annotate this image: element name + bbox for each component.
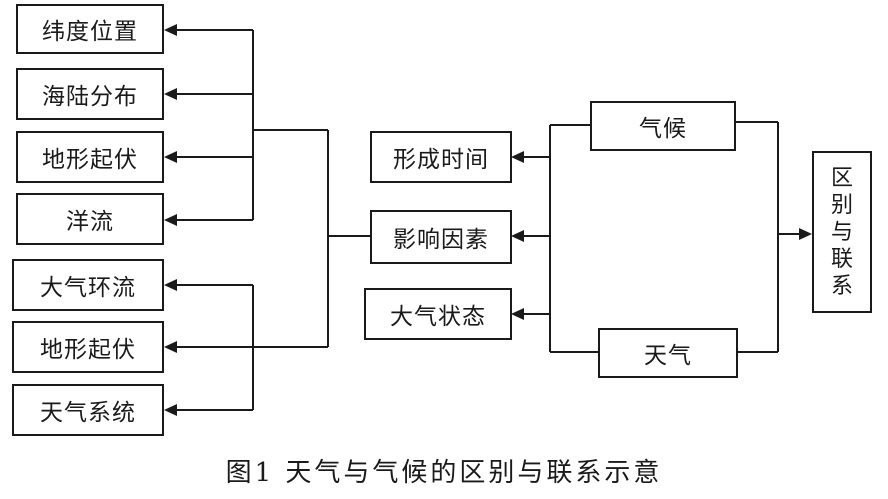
vertical-char: 系 bbox=[830, 273, 853, 299]
box-terrain-b: 地形起伏 bbox=[12, 321, 164, 373]
box-terrain-a: 地形起伏 bbox=[16, 131, 164, 183]
vertical-char: 别 bbox=[830, 192, 853, 218]
vertical-char: 区 bbox=[830, 165, 853, 191]
arrowhead bbox=[511, 308, 524, 320]
arrowhead bbox=[164, 214, 177, 226]
vertical-char: 联 bbox=[830, 246, 853, 272]
figure-caption: 图1 天气与气候的区别与联系示意 bbox=[225, 458, 663, 488]
box-atmospheric-state: 大气状态 bbox=[364, 288, 512, 340]
box-climate: 气候 bbox=[590, 101, 736, 151]
arrowhead bbox=[164, 341, 177, 353]
box-land-sea: 海陆分布 bbox=[16, 68, 164, 120]
arrowhead bbox=[511, 230, 524, 242]
box-latitude: 纬度位置 bbox=[16, 4, 164, 54]
box-weather: 天气 bbox=[598, 328, 738, 378]
box-influencing-factors: 影响因素 bbox=[370, 210, 512, 264]
arrowhead bbox=[164, 88, 177, 100]
arrowhead bbox=[799, 228, 812, 240]
arrowhead bbox=[164, 151, 177, 163]
arrowhead bbox=[164, 24, 177, 36]
box-weather-system: 天气系统 bbox=[12, 384, 164, 436]
arrowhead bbox=[164, 279, 177, 291]
box-difference-and-connection: 区 别 与 联 系 bbox=[812, 151, 872, 313]
arrowhead bbox=[511, 151, 524, 163]
box-atmospheric-circulation: 大气环流 bbox=[12, 259, 164, 311]
arrowhead bbox=[164, 404, 177, 416]
vertical-char: 与 bbox=[830, 219, 853, 245]
box-formation-time: 形成时间 bbox=[370, 131, 512, 183]
box-ocean-current: 洋流 bbox=[16, 193, 164, 245]
